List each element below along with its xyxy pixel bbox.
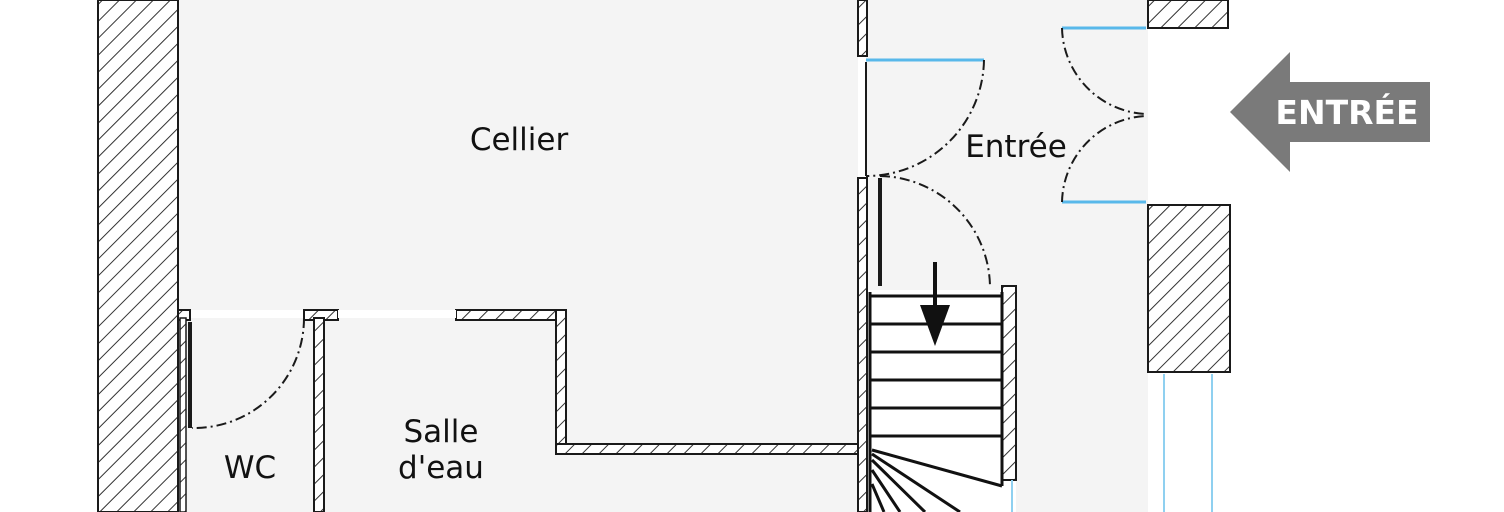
stair-winder bbox=[870, 469, 902, 512]
wall-cellier-entree-top bbox=[857, 0, 868, 57]
floor-cellier bbox=[178, 0, 858, 310]
room-label-entree: Entrée bbox=[965, 129, 1067, 165]
stair-winder bbox=[871, 448, 1003, 488]
wall-wc-left-jamb bbox=[179, 317, 187, 512]
floor-salle-eau bbox=[322, 318, 858, 512]
door-swing-entree-top bbox=[865, 59, 985, 177]
floor-window-bay bbox=[1148, 372, 1230, 512]
door-swing-stair-side bbox=[879, 175, 991, 289]
entry-arrow-label: ENTRÉE bbox=[1275, 92, 1418, 132]
stair-winder bbox=[871, 452, 961, 512]
arrow-down-head bbox=[920, 305, 950, 346]
wall-left-exterior bbox=[97, 0, 179, 512]
wall-salle-eau-top bbox=[455, 309, 567, 321]
room-label-wc: WC bbox=[224, 450, 276, 486]
wall-right-upper bbox=[1147, 0, 1229, 29]
wall-salle-eau-vertical bbox=[555, 309, 567, 455]
wall-wc-salle-eau bbox=[313, 317, 325, 512]
wall-stair-right bbox=[1001, 285, 1017, 481]
room-label-salle-eau-line1: Salle bbox=[404, 414, 479, 450]
floor-entry-recess bbox=[1148, 28, 1228, 200]
entry-arrow: ENTRÉE bbox=[1230, 52, 1430, 172]
door-swing-front-lower bbox=[1061, 115, 1147, 203]
stair-winder bbox=[870, 483, 886, 512]
arrow-down-icon bbox=[920, 262, 950, 346]
wall-right-lower bbox=[1147, 204, 1231, 373]
entry-arrow-shape bbox=[1230, 52, 1430, 172]
room-label-cellier: Cellier bbox=[470, 122, 569, 158]
floor-wc bbox=[178, 318, 316, 512]
stair-winder bbox=[870, 458, 927, 512]
room-label-salle-eau-line2: d'eau bbox=[398, 450, 484, 486]
door-swing-front-upper bbox=[1061, 27, 1147, 115]
door-swing-wc bbox=[191, 317, 305, 430]
wall-cellier-entree-mid bbox=[857, 177, 868, 512]
wall-salle-eau-horizontal bbox=[555, 443, 859, 455]
